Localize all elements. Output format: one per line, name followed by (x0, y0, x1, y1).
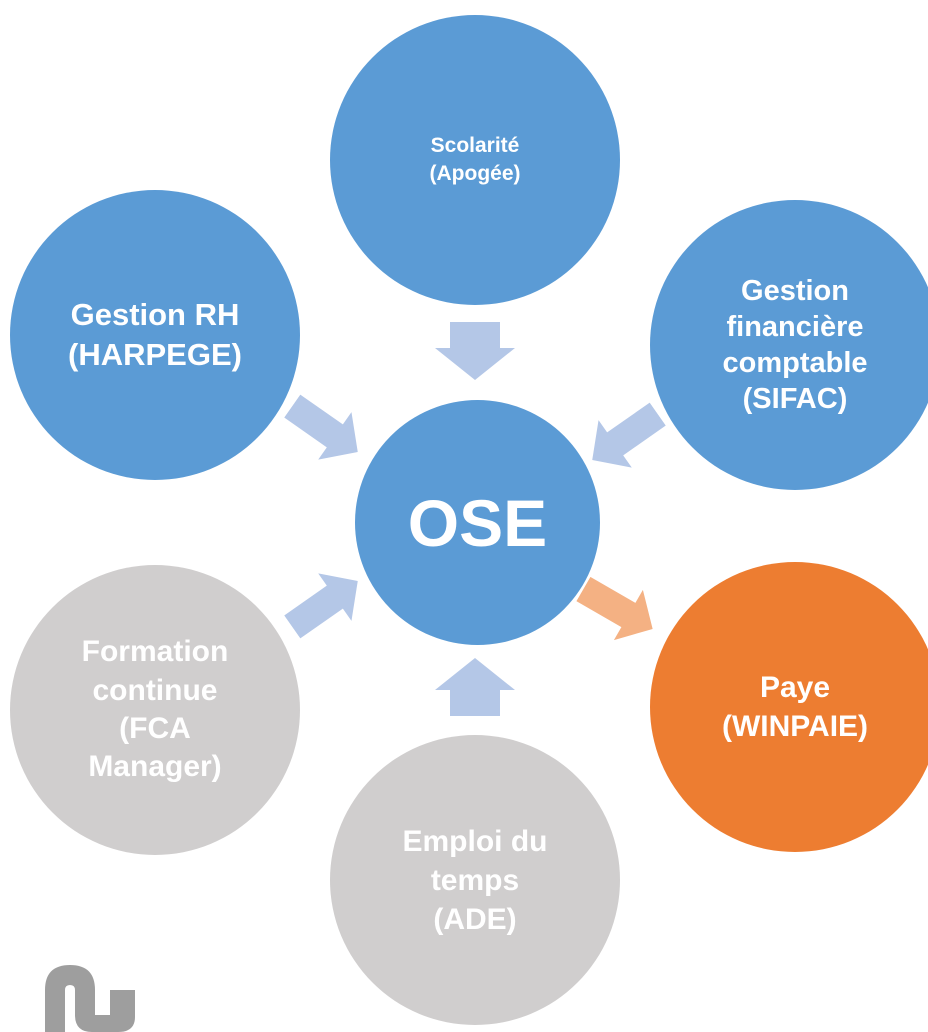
arrow-from-formation-continue-icon (284, 573, 358, 639)
node-paye-label: Paye (WINPAIE) (721, 671, 869, 743)
node-gestion-rh-label: Gestion RH (HARPEGE) (68, 296, 242, 372)
arrow-down-from-scolarite-icon (435, 322, 515, 380)
node-formation-continue-label: Formation continue (FCA Manager) (81, 635, 229, 784)
node-paye: Paye (WINPAIE) (650, 562, 928, 852)
node-emploi-du-temps: Emploi du temps (ADE) (330, 735, 620, 1025)
arrow-from-gestion-financiere-icon (592, 402, 666, 468)
node-gestion-financiere: Gestion financière comptable (SIFAC) (650, 200, 928, 490)
institution-logo-icon (45, 965, 135, 1032)
arrow-to-paye-icon (576, 576, 653, 641)
node-gestion-financiere-label: Gestion financière comptable (SIFAC) (722, 274, 868, 416)
node-scolarite: Scolarité (Apogée) (330, 15, 620, 305)
node-formation-continue: Formation continue (FCA Manager) (10, 565, 300, 855)
node-emploi-du-temps-label: Emploi du temps (ADE) (402, 824, 548, 936)
node-scolarite-label: Scolarité (Apogée) (429, 133, 521, 185)
arrow-from-gestion-rh-icon (284, 394, 358, 460)
node-ose-label: OSE (407, 485, 548, 560)
node-ose-center: OSE (355, 400, 600, 645)
arrow-up-from-emploi-du-temps-icon (435, 658, 515, 716)
node-gestion-rh: Gestion RH (HARPEGE) (10, 190, 300, 480)
